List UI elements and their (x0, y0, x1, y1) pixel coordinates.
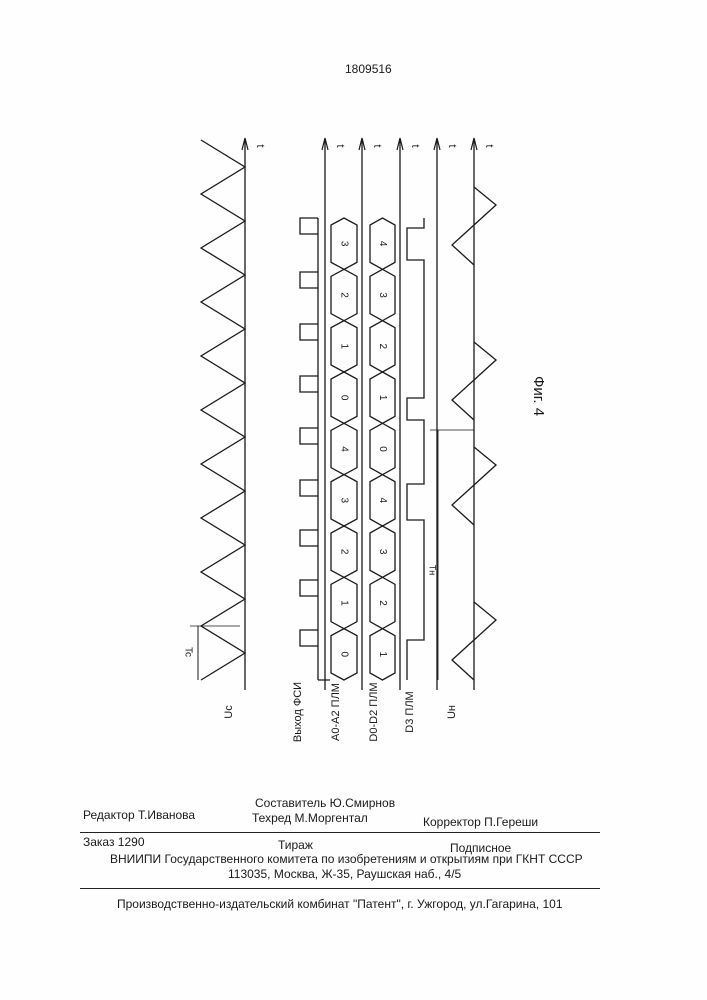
institute-line: ВНИИПИ Государственного комитета по изоб… (110, 852, 583, 866)
a-bus-value-3: 3 (338, 498, 349, 504)
a-bus-value-7: 2 (338, 292, 349, 298)
d-bus-value-2: 3 (377, 549, 388, 555)
circulation-label: Тираж (278, 838, 313, 852)
d-bus-value-5: 1 (377, 395, 388, 401)
d-bus-value-4: 0 (377, 446, 388, 452)
a-bus-value-4: 4 (338, 446, 349, 452)
signal-label-1: Выход ФСИ (292, 682, 304, 742)
d-bus-value-3: 4 (377, 498, 388, 504)
d-bus-value-8: 4 (377, 241, 388, 247)
time-label-0: t (254, 144, 266, 147)
time-label-3: t (409, 144, 421, 147)
editor-credit: Редактор Т.Иванова (83, 808, 195, 822)
d-bus-value-1: 2 (377, 600, 388, 606)
time-label-1: t (334, 144, 346, 147)
publisher-line: Производственно-издательский комбинат "П… (117, 897, 563, 911)
signal-label-2: A0-A2 ПЛМ (330, 683, 342, 741)
a-bus-value-5: 0 (338, 395, 349, 401)
signal-label-4: D3 ПЛМ (404, 691, 416, 732)
signal-label-3: D0-D2 ПЛМ (368, 682, 380, 741)
figure-caption: Фиг. 4 (530, 376, 547, 416)
a-bus-value-0: 0 (338, 652, 349, 658)
compiler-credit: Составитель Ю.Смирнов (255, 796, 395, 810)
tn-label: Tн (428, 565, 438, 575)
d-bus-value-0: 1 (377, 652, 388, 658)
a-bus-value-8: 3 (338, 241, 349, 247)
techeditor-credit: Техред М.Моргентал (252, 811, 368, 825)
time-label-2: t (371, 144, 383, 147)
d-bus-value-6: 2 (377, 344, 388, 350)
a-bus-value-6: 1 (338, 344, 349, 350)
signal-label-5: Uн (446, 705, 458, 719)
signal-label-0: Uc (223, 705, 235, 719)
d-bus-value-7: 3 (377, 292, 388, 298)
a-bus-value-1: 1 (338, 600, 349, 606)
order-number: Заказ 1290 (83, 835, 145, 849)
time-label-5: t (483, 144, 495, 147)
a-bus-value-2: 2 (338, 549, 349, 555)
footer-rule-top (80, 832, 600, 833)
corrector-credit: Корректор П.Гереши (423, 815, 538, 829)
d3-signal (407, 218, 424, 680)
address-line: 113035, Москва, Ж-35, Раушская наб., 4/5 (228, 867, 461, 881)
tc-label: Tc (182, 647, 193, 657)
time-label-4: t (446, 144, 458, 147)
footer-rule-bottom (80, 888, 600, 889)
uc-waveform (201, 140, 245, 680)
